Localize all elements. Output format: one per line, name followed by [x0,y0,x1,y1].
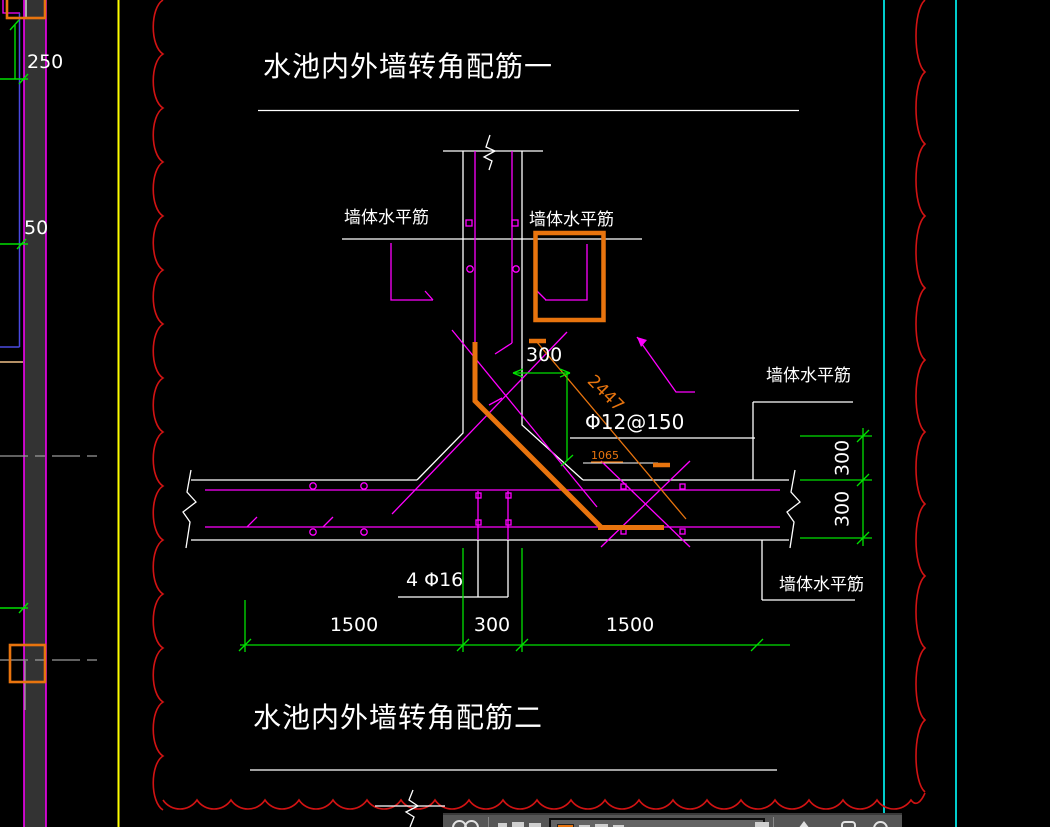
break-symbol-top [482,134,497,171]
selected-bent-bar [472,342,664,530]
break-symbol-right [786,469,801,549]
scale-glyphs [498,823,507,827]
leader-right-top [752,401,853,480]
binoculars-icon[interactable] [464,820,479,827]
bottom-dim-1500-left[interactable]: 1500 [329,614,379,636]
wall-rebar-label-top-left[interactable]: 墙体水平筋 [344,208,429,228]
centerlines [0,455,97,661]
diagonal-dim-line [535,340,687,520]
rebar-hook-right [536,244,588,301]
detail-one-title[interactable]: 水池内外墙转角配筋一 [263,50,554,83]
up-arrow-icon[interactable] [798,821,810,827]
green-dimensions[interactable] [238,368,872,652]
scale-glyphs [529,823,541,827]
wall-right-edge-haunch [521,151,584,481]
bottom-dim-300[interactable]: 300 [473,614,511,636]
cyan-frame-lines [883,0,957,827]
right-dim-300-upper[interactable]: 300 [831,439,854,477]
hook-icon[interactable] [841,821,856,827]
offset-dim-text[interactable]: 300 [526,344,563,366]
arrowhead [637,337,647,347]
concrete-outline[interactable] [182,109,855,827]
selection-box-left[interactable] [8,643,47,684]
wall-edge-lines [23,0,47,827]
break-symbol-left [182,469,197,549]
rebar-lines[interactable] [205,151,780,548]
small-orange-dim[interactable]: 1065 [591,449,619,462]
selected-rebar[interactable] [472,230,687,530]
wall-rebar-label-right-upper[interactable]: 墙体水平筋 [766,366,851,386]
left-dimensions [0,19,29,614]
scale-glyphs [512,822,524,827]
cloud-right [915,0,927,793]
detail-two-title[interactable]: 水池内外墙转角配筋二 [253,701,544,734]
selection-box-top-left[interactable] [5,0,47,20]
right-dim-300-lower[interactable]: 300 [831,490,854,528]
layer-dropdown[interactable] [549,818,765,827]
left-dim-250[interactable]: 250 [27,51,64,73]
layer-color-swatch [557,824,574,827]
rebar-leader-arrow [636,336,695,393]
context-toolbar[interactable] [443,813,902,827]
selection-highlight-box [533,230,606,323]
rebar-hook-left [390,243,434,301]
wall-rebar-label-right-lower[interactable]: 墙体水平筋 [779,575,864,595]
move-icon[interactable] [755,822,769,827]
revision-cloud [152,0,927,811]
dim-ticks [529,338,670,468]
circle-icon[interactable] [873,821,888,827]
corner-bars-spec[interactable]: 4 Φ16 [406,569,464,591]
diagonal-rebar-spec[interactable]: Φ12@150 [585,410,685,434]
toolbar-separator [488,817,489,827]
toolbar-separator [773,817,774,827]
wall-rebar-label-top-right[interactable]: 墙体水平筋 [529,210,614,230]
break-symbol-bottom [404,789,420,827]
leader-right-bottom [761,540,855,601]
blue-leader-line [0,13,21,348]
cloud-left [152,0,165,811]
bottom-dim-1500-right[interactable]: 1500 [605,614,655,636]
wall-left-edge-haunch [416,151,464,481]
wall-section-fill [24,0,46,827]
left-dim-50[interactable]: 50 [24,217,49,239]
cloud-bottom [162,792,926,810]
left-aux-drawing [0,0,97,827]
